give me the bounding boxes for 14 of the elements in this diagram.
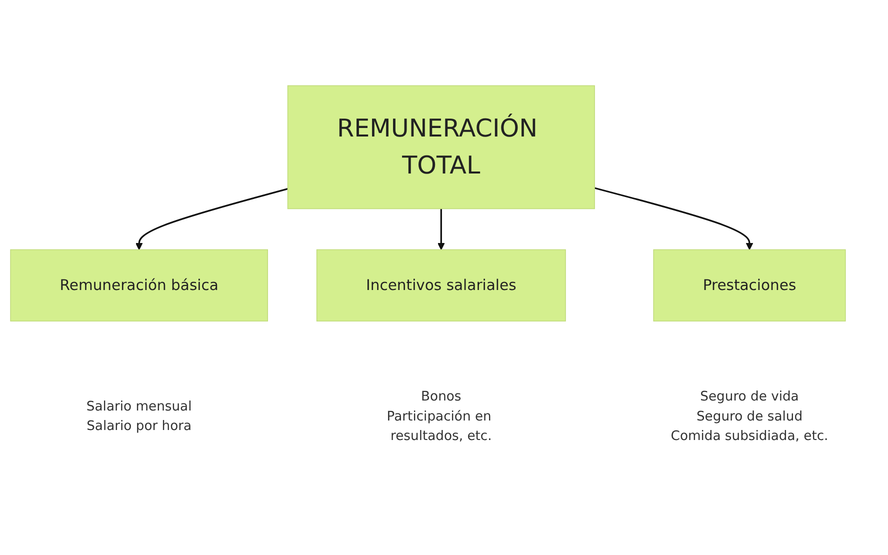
node-label: Seguro de salud — [696, 407, 803, 424]
node-label: Comida subsidiada, etc. — [670, 427, 828, 443]
arrow — [135, 188, 288, 250]
arrow — [594, 186, 754, 250]
node-label: Salario mensual — [86, 398, 192, 414]
node-box: Remuneración básica — [10, 248, 268, 321]
node-label: Salario por hora — [86, 417, 192, 433]
node-box: Incentivos salariales — [316, 248, 566, 321]
node-label: Participación en resultados, etc. — [386, 407, 492, 443]
node-label: Seguro de vida — [700, 388, 799, 404]
arrow — [438, 208, 445, 250]
node-label: Bonos — [421, 388, 462, 404]
node-box: Prestaciones — [653, 248, 846, 321]
node-box: REMUNERACIÓN TOTAL — [287, 84, 595, 209]
